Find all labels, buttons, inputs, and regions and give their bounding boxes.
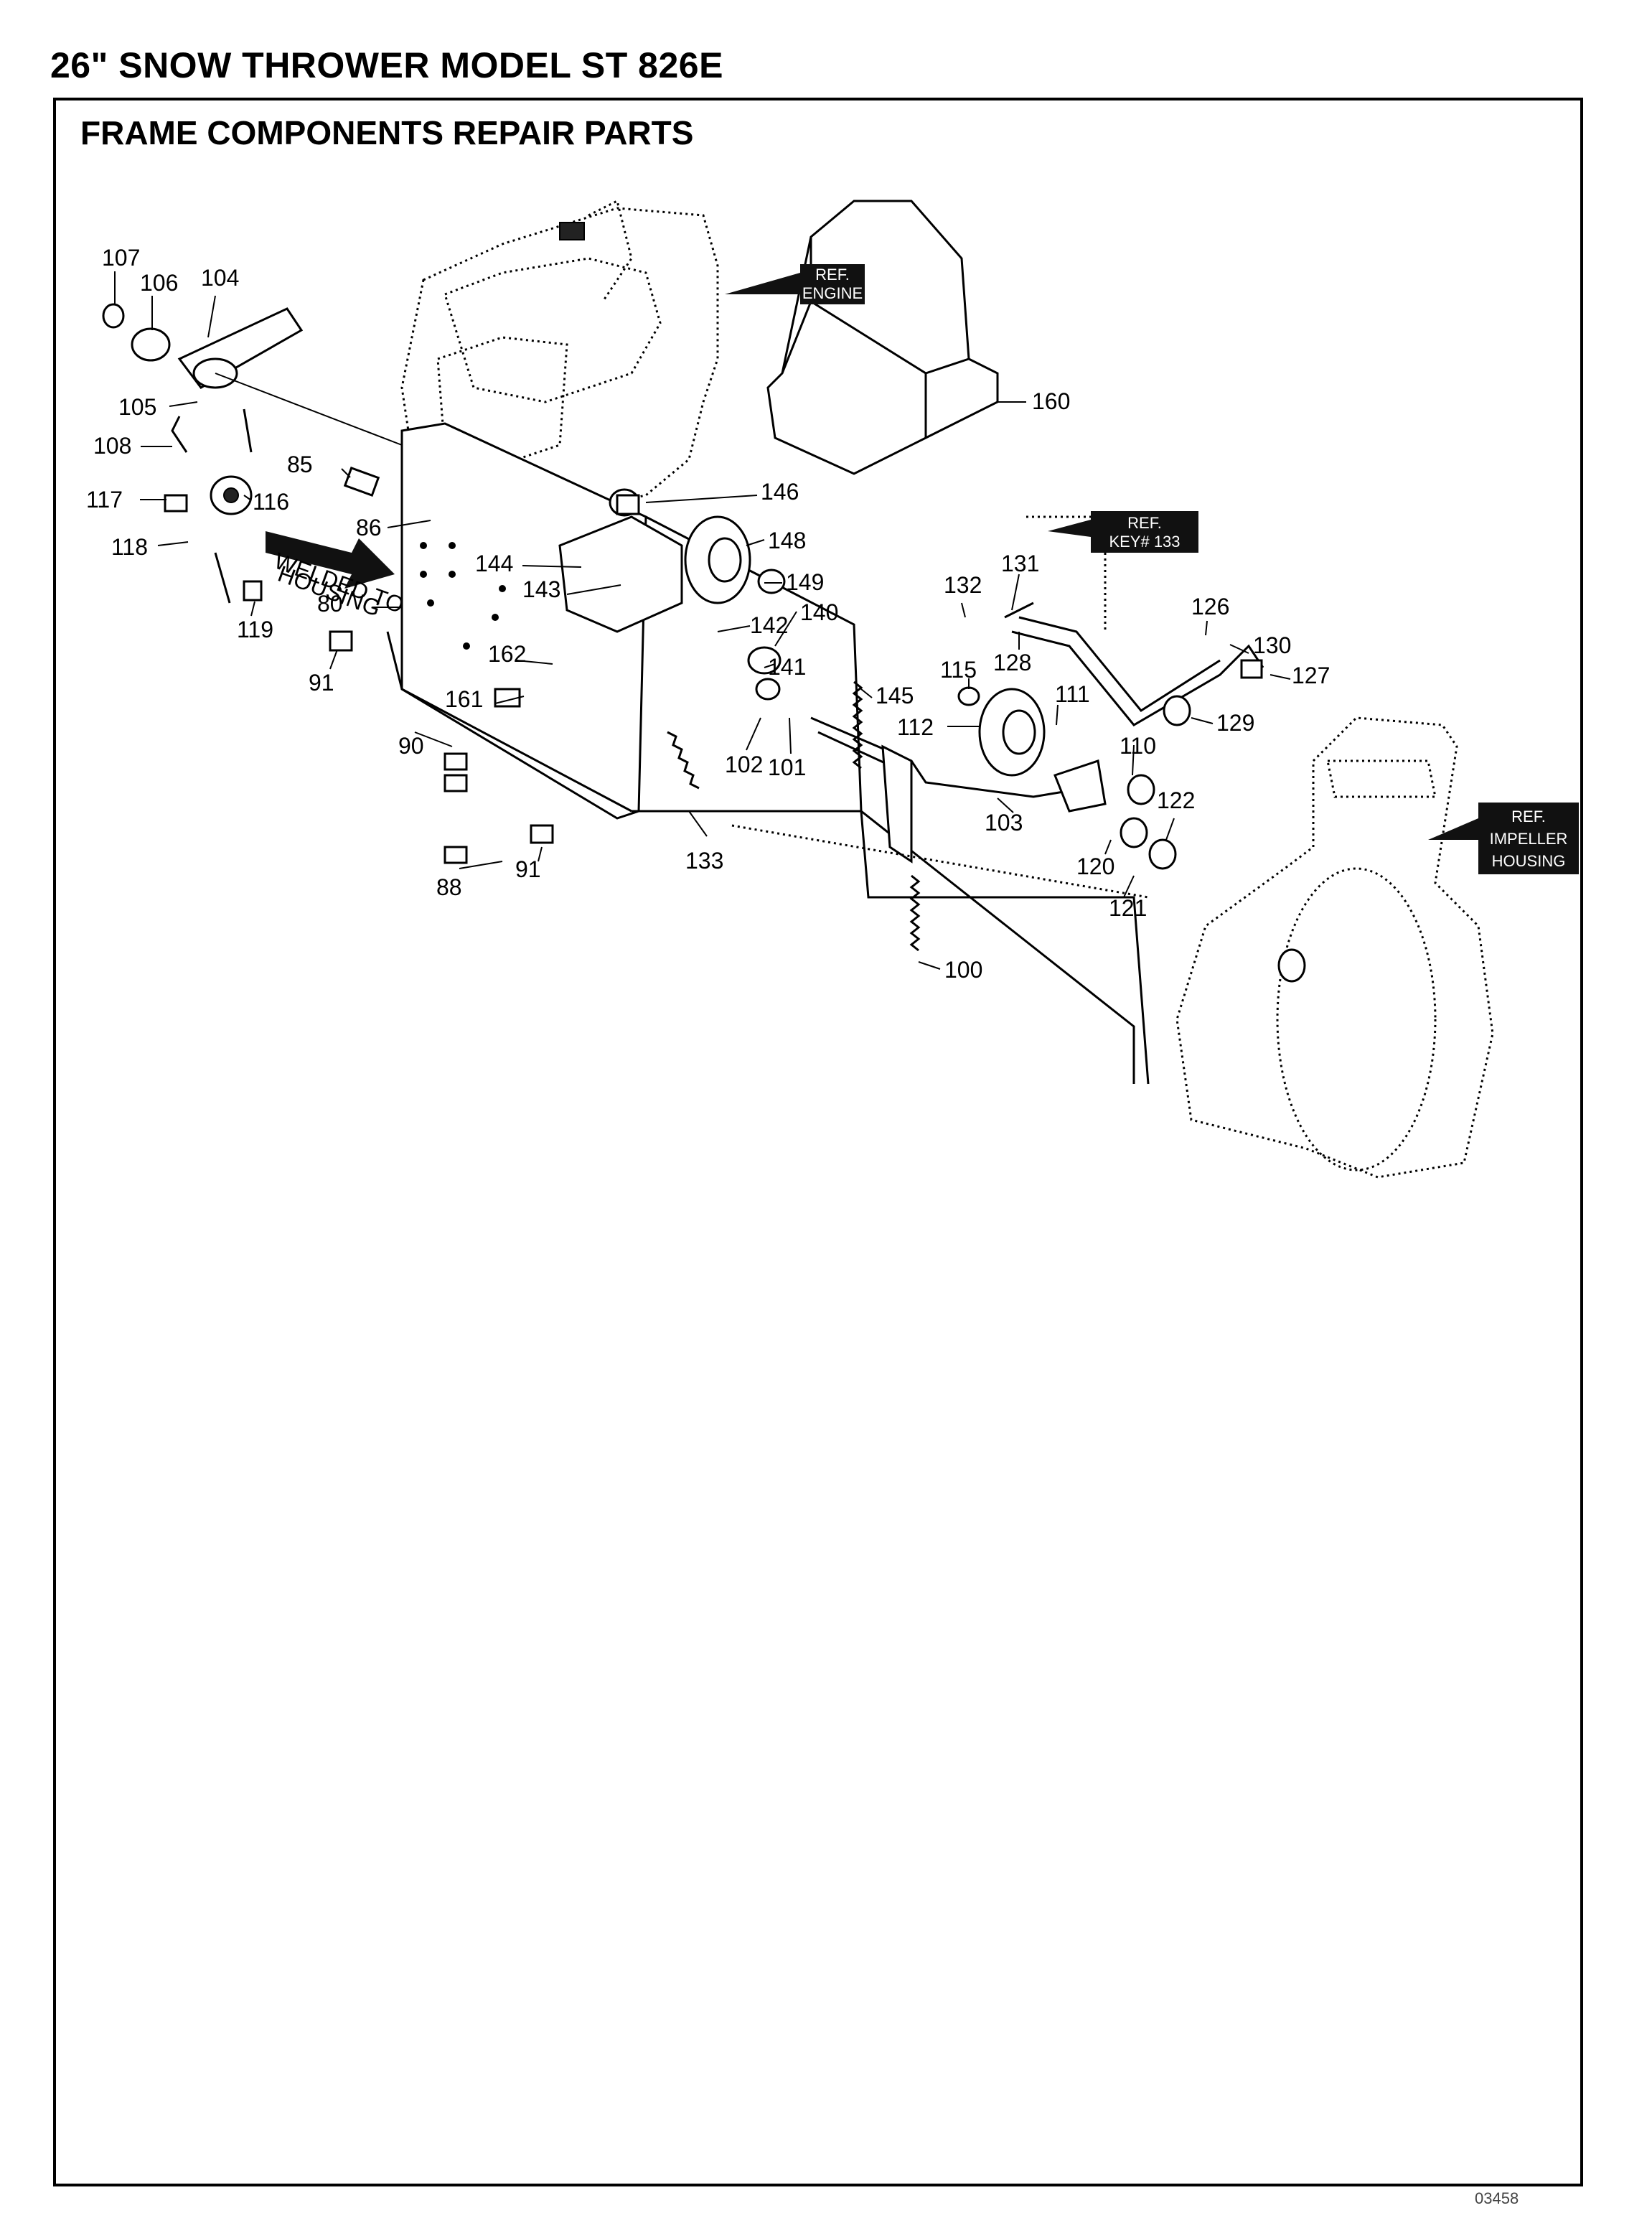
ref-engine-box: REF. ENGINE bbox=[725, 264, 865, 304]
impeller-housing-outline bbox=[1175, 716, 1494, 1179]
label-162: 162 bbox=[488, 641, 526, 667]
label-112: 112 bbox=[897, 714, 934, 740]
leader-lines bbox=[114, 271, 1291, 970]
label-100: 100 bbox=[944, 957, 982, 983]
label-105: 105 bbox=[118, 394, 156, 420]
label-110: 110 bbox=[1120, 733, 1156, 759]
label-141: 141 bbox=[768, 654, 806, 680]
label-127: 127 bbox=[1292, 663, 1330, 688]
label-129: 129 bbox=[1216, 710, 1254, 736]
diagram-frame bbox=[53, 98, 1583, 2186]
label-130: 130 bbox=[1253, 632, 1291, 658]
label-161: 161 bbox=[445, 686, 483, 712]
section-title: FRAME COMPONENTS REPAIR PARTS bbox=[80, 114, 694, 151]
label-102: 102 bbox=[725, 752, 763, 777]
label-126: 126 bbox=[1191, 594, 1229, 619]
label-86: 86 bbox=[356, 515, 382, 541]
label-132: 132 bbox=[944, 572, 982, 598]
label-85: 85 bbox=[287, 452, 313, 477]
label-106: 106 bbox=[140, 270, 178, 296]
label-103: 103 bbox=[985, 810, 1023, 836]
label-146: 146 bbox=[761, 479, 799, 505]
label-143: 143 bbox=[522, 576, 560, 602]
label-144: 144 bbox=[475, 551, 513, 576]
label-107: 107 bbox=[102, 245, 140, 271]
svg-text:KEY# 133: KEY# 133 bbox=[1109, 533, 1180, 551]
label-140: 140 bbox=[800, 599, 838, 625]
label-80: 80 bbox=[317, 591, 343, 617]
label-128: 128 bbox=[993, 650, 1031, 675]
upper-left-bracket bbox=[102, 303, 403, 604]
drawing-code: 03458 bbox=[1475, 2189, 1519, 2207]
engine-cover bbox=[766, 200, 1026, 475]
label-91-upper: 91 bbox=[309, 670, 334, 696]
label-133: 133 bbox=[685, 848, 723, 874]
label-120: 120 bbox=[1076, 853, 1114, 879]
label-117: 117 bbox=[86, 487, 123, 513]
label-160: 160 bbox=[1032, 388, 1070, 414]
svg-text:REF.: REF. bbox=[1127, 514, 1162, 532]
label-115: 115 bbox=[940, 657, 977, 683]
ref-key133-box: REF. KEY# 133 bbox=[1048, 511, 1198, 553]
engine-outline bbox=[400, 199, 719, 518]
label-108: 108 bbox=[93, 433, 131, 459]
label-90: 90 bbox=[398, 733, 424, 759]
label-88: 88 bbox=[436, 874, 462, 900]
svg-text:REF.: REF. bbox=[1511, 808, 1546, 825]
label-149: 149 bbox=[786, 569, 824, 595]
page-title: 26" SNOW THROWER MODEL ST 826E bbox=[50, 45, 723, 85]
label-145: 145 bbox=[876, 683, 914, 708]
label-122: 122 bbox=[1157, 787, 1195, 813]
label-119: 119 bbox=[237, 617, 273, 642]
label-131: 131 bbox=[1001, 551, 1039, 576]
label-104: 104 bbox=[201, 265, 239, 291]
svg-text:REF.: REF. bbox=[815, 266, 850, 284]
svg-text:HOUSING: HOUSING bbox=[1492, 852, 1566, 870]
label-101: 101 bbox=[768, 754, 806, 780]
ref-impeller-box: REF. IMPELLER HOUSING bbox=[1428, 803, 1579, 874]
part-labels: 107 106 104 105 108 85 117 116 118 86 80… bbox=[86, 245, 1330, 983]
linkage-rod bbox=[810, 716, 1107, 864]
svg-text:ENGINE: ENGINE bbox=[802, 284, 863, 302]
label-111: 111 bbox=[1055, 681, 1090, 707]
label-148: 148 bbox=[768, 528, 806, 553]
label-142: 142 bbox=[750, 612, 788, 638]
frame-plate bbox=[386, 422, 1150, 1085]
bolts bbox=[164, 467, 1263, 870]
label-91-lower: 91 bbox=[515, 856, 541, 882]
svg-text:IMPELLER: IMPELLER bbox=[1490, 830, 1568, 848]
springs bbox=[667, 680, 1149, 952]
label-121: 121 bbox=[1109, 895, 1147, 921]
label-118: 118 bbox=[111, 534, 148, 560]
label-116: 116 bbox=[253, 489, 289, 515]
